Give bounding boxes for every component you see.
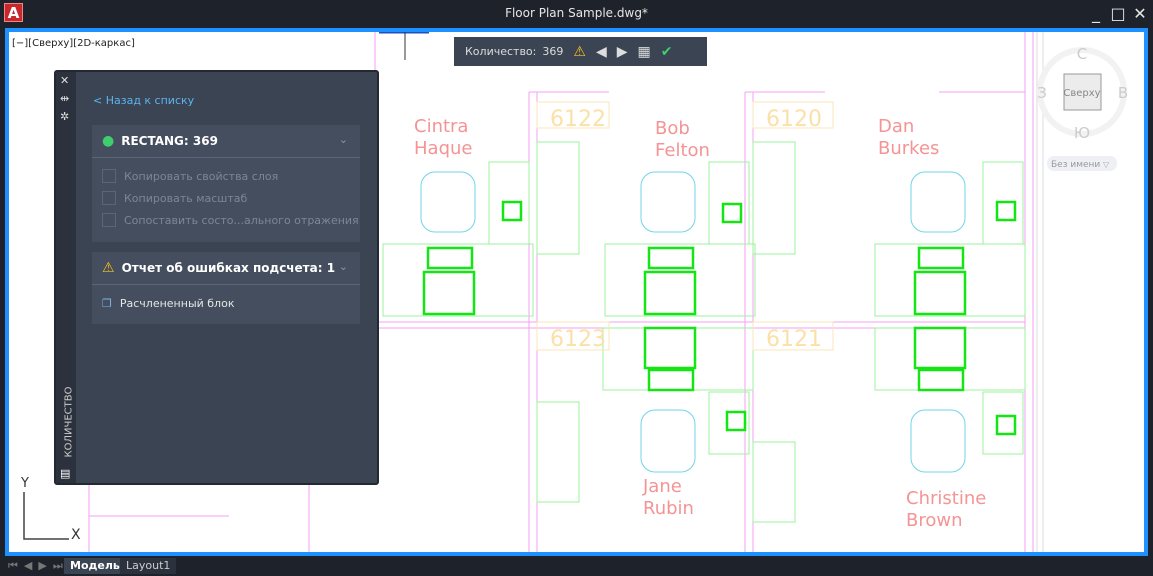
palette-strip: ✕ ⇹ ✲ КОЛИЧЕСТВО ▤	[56, 72, 76, 483]
rectang-title: RECTANG: 369	[121, 134, 218, 148]
occupant-name: Jane	[642, 476, 682, 497]
floor-plan: 6122 6120 6123 6121 Cintra Haque Bob Fel…	[20, 32, 1128, 552]
occupant-name: Brown	[906, 510, 963, 531]
ucs-x-label: X	[71, 527, 81, 543]
occupant-name: Burkes	[878, 138, 939, 159]
room-number: 6122	[550, 107, 606, 132]
ucs-y-label: Y	[20, 476, 29, 491]
tab-model[interactable]: Модель	[64, 558, 126, 574]
quantity-toolbar: Количество: 369 ⚠ ◀ ▶ ▦ ✔	[454, 37, 707, 66]
chevron-down-icon: ▽	[1103, 160, 1110, 169]
viewcube[interactable]: Сверху С Ю З В Без имени ▽	[1037, 45, 1128, 171]
checkmark-icon[interactable]: ✔	[660, 43, 673, 60]
close-button[interactable]: ✕	[1133, 4, 1147, 23]
occupant-name: Felton	[655, 140, 710, 161]
auto-hide-icon[interactable]: ⇹	[60, 92, 70, 105]
checkbox[interactable]	[102, 191, 116, 205]
chevron-down-icon[interactable]: ⌄	[338, 133, 348, 146]
compass-south[interactable]: Ю	[1074, 124, 1090, 142]
occupant-name: Haque	[414, 138, 472, 159]
warning-icon[interactable]: ⚠	[573, 43, 586, 60]
rectang-card-header[interactable]: ● RECTANG: 369	[92, 125, 360, 158]
option-label: Сопоставить состо...ального отражения	[124, 213, 359, 227]
chevron-down-icon[interactable]: ⌄	[338, 260, 348, 273]
close-icon[interactable]: ✕	[60, 74, 70, 87]
layout-tabs-bar: ⏮◀▶⏭ Модель Layout1	[0, 556, 1153, 576]
minimize-button[interactable]: _	[1092, 4, 1100, 23]
rectang-card: ● RECTANG: 369 ⌄ Копировать свойства сло…	[92, 125, 360, 242]
warning-icon: ⚠	[102, 260, 115, 276]
occupant-name: Bob	[655, 118, 690, 139]
check-circle-icon: ●	[102, 133, 115, 149]
autocad-logo-icon[interactable]: A	[4, 3, 23, 22]
quantity-label: Количество:	[465, 45, 537, 58]
compass-east[interactable]: В	[1118, 84, 1128, 102]
option-label: Копировать свойства слоя	[124, 169, 279, 183]
room-number: 6121	[766, 327, 822, 352]
maximize-button[interactable]: □	[1110, 4, 1126, 23]
option-label: Копировать масштаб	[124, 191, 248, 205]
settings-icon[interactable]: ✲	[60, 110, 70, 123]
ucs-dropdown[interactable]: Без имени	[1051, 160, 1100, 170]
option-match-mirror[interactable]: Сопоставить состо...ального отражения	[92, 209, 360, 231]
error-report-title: Отчет об ошибках подсчета: 1	[121, 261, 336, 275]
option-copy-layer[interactable]: Копировать свойства слоя	[92, 165, 360, 187]
occupant-name: Christine	[906, 488, 986, 509]
block-icon: ❐	[102, 296, 112, 310]
viewport-controls[interactable]: [−][Сверху][2D-каркас]	[12, 38, 135, 49]
room-number: 6120	[766, 107, 822, 132]
error-item-label: Расчлененный блок	[119, 296, 235, 310]
option-copy-scale[interactable]: Копировать масштаб	[92, 187, 360, 209]
viewcube-face[interactable]: Сверху	[1063, 88, 1100, 99]
back-to-list-link[interactable]: < Назад к списку	[93, 94, 195, 107]
tab-navigation-icons[interactable]: ⏮◀▶⏭	[8, 559, 69, 572]
tab-layout1[interactable]: Layout1	[120, 558, 177, 574]
viewport-frame: 6122 6120 6123 6121 Cintra Haque Bob Fel…	[5, 28, 1148, 556]
arrow-right-icon[interactable]: ▶	[616, 43, 628, 60]
error-report-card: ⚠ Отчет об ошибках подсчета: 1 ⌄ ❐ Расчл…	[92, 252, 360, 324]
palette-title: КОЛИЧЕСТВО	[63, 386, 75, 458]
room-number: 6123	[550, 327, 606, 352]
checkbox[interactable]	[102, 169, 116, 183]
drawing-canvas[interactable]: 6122 6120 6123 6121 Cintra Haque Bob Fel…	[9, 32, 1144, 552]
occupant-name: Rubin	[643, 498, 694, 519]
error-report-header[interactable]: ⚠ Отчет об ошибках подсчета: 1	[92, 252, 360, 285]
compass-north[interactable]: С	[1077, 45, 1087, 63]
quantity-icon: ▤	[60, 467, 71, 480]
insert-table-icon[interactable]: ▦	[637, 43, 651, 60]
checkbox[interactable]	[102, 213, 116, 227]
ucs-icon: Y X	[20, 476, 81, 543]
compass-west[interactable]: З	[1037, 84, 1047, 102]
occupant-name: Dan	[878, 116, 914, 137]
quantity-count: 369	[542, 45, 564, 58]
error-item[interactable]: ❐ Расчлененный блок	[92, 285, 360, 321]
title-bar: A Floor Plan Sample.dwg* _ □ ✕	[0, 0, 1153, 28]
window-title: Floor Plan Sample.dwg*	[505, 6, 648, 20]
occupant-name: Cintra	[414, 116, 468, 137]
quantity-palette: ✕ ⇹ ✲ КОЛИЧЕСТВО ▤ < Назад к списку ● RE…	[54, 70, 379, 485]
arrow-left-icon[interactable]: ◀	[595, 43, 607, 60]
